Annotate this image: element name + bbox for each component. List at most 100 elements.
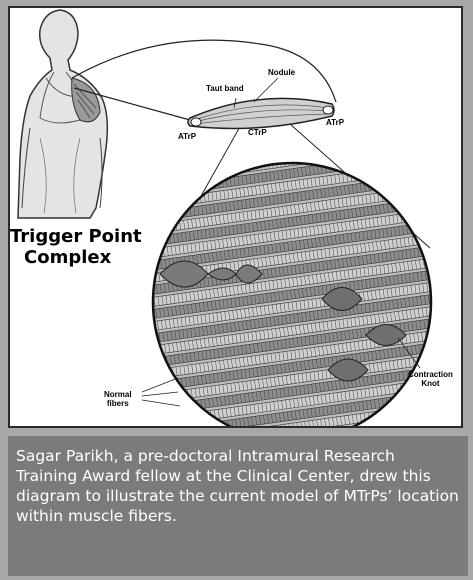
- fiber-striation: [367, 146, 368, 155]
- fiber-striation: [418, 224, 419, 233]
- fiber-striation: [141, 323, 142, 332]
- contraction-knot-line-1: Contraction: [408, 370, 453, 379]
- fiber-striation: [357, 160, 358, 169]
- fiber-striation: [351, 148, 352, 157]
- fiber-striation: [146, 298, 147, 307]
- fiber-striation: [445, 268, 446, 277]
- fiber-striation: [170, 210, 171, 219]
- fiber-striation: [159, 393, 160, 402]
- title-line-2: Complex: [10, 247, 170, 268]
- label-ctrp: CTrP: [248, 128, 267, 137]
- fiber-striation: [398, 420, 399, 426]
- fiber-striation: [413, 418, 414, 426]
- fiber-striation: [378, 423, 379, 426]
- fiber-striation: [428, 404, 429, 413]
- fiber-striation: [449, 353, 450, 362]
- fiber-striation: [205, 169, 206, 178]
- fiber-striation: [386, 168, 387, 177]
- fiber-striation: [451, 340, 452, 349]
- fiber-striation: [216, 422, 217, 426]
- fiber-striation: [155, 188, 156, 197]
- fiber-striation: [190, 183, 191, 192]
- fiber-striation: [423, 199, 424, 208]
- fiber-striation: [410, 164, 411, 173]
- fiber-striation: [422, 163, 423, 172]
- fiber-striation: [194, 182, 195, 191]
- fiber-striation: [148, 310, 149, 319]
- fiber-striation: [451, 401, 452, 410]
- fiber-striation: [144, 286, 145, 295]
- fiber-striation: [365, 158, 366, 167]
- fiber-striation: [400, 178, 401, 187]
- fiber-striation: [406, 395, 407, 404]
- fiber-striation: [439, 257, 440, 266]
- fiber-striation: [445, 353, 446, 362]
- fiber-striation: [135, 276, 136, 285]
- fiber-striation: [394, 397, 395, 406]
- fiber-striation: [141, 178, 142, 187]
- fiber-striation: [127, 192, 128, 201]
- fiber-striation: [188, 195, 189, 204]
- fiber-striation: [409, 213, 410, 222]
- fiber-striation: [426, 138, 427, 147]
- fiber-striation: [435, 197, 436, 206]
- fiber-striation: [396, 154, 397, 163]
- fiber-striation: [395, 142, 396, 151]
- fiber-striation: [196, 425, 197, 426]
- fiber-striation: [407, 140, 408, 149]
- fiber-striation: [145, 177, 146, 186]
- fiber-striation: [444, 293, 445, 302]
- fiber-striation: [401, 190, 402, 199]
- fiber-striation: [167, 417, 168, 426]
- fiber-striation: [361, 159, 362, 168]
- fiber-striation: [407, 201, 408, 210]
- fiber-striation: [415, 139, 416, 148]
- fiber-striation: [150, 213, 151, 222]
- fiber-striation: [435, 282, 436, 291]
- fiber-striation: [405, 419, 406, 426]
- fiber-striation: [147, 334, 148, 343]
- fiber-striation: [156, 200, 157, 209]
- fiber-striation: [394, 421, 395, 426]
- fiber-striation: [435, 258, 436, 267]
- fiber-striation: [355, 148, 356, 157]
- fiber-striation: [454, 364, 455, 373]
- fiber-striation: [155, 418, 156, 426]
- fiber-striation: [403, 141, 404, 150]
- fiber-striation: [177, 173, 178, 182]
- fiber-striation: [405, 189, 406, 198]
- fiber-striation: [163, 417, 164, 426]
- fiber-striation: [175, 415, 176, 424]
- fiber-striation: [192, 195, 193, 204]
- fiber-striation: [394, 166, 395, 175]
- fiber-striation: [147, 274, 148, 283]
- fiber-striation: [129, 204, 130, 213]
- fiber-striation: [129, 179, 130, 188]
- fiber-striation: [377, 157, 378, 166]
- fiber-striation: [441, 414, 442, 423]
- fiber-striation: [155, 394, 156, 403]
- fiber-striation: [408, 152, 409, 161]
- fiber-striation: [437, 270, 438, 279]
- fiber-striation: [327, 152, 328, 161]
- caption-box: Sagar Parikh, a pre-doctoral Intramural …: [8, 436, 468, 576]
- fiber-striation: [428, 234, 429, 243]
- fiber-striation: [434, 306, 435, 315]
- fiber-striation: [228, 166, 229, 175]
- fiber-striation: [145, 323, 146, 332]
- fiber-striation: [453, 328, 454, 337]
- fiber-striation: [153, 406, 154, 415]
- fiber-striation: [161, 175, 162, 184]
- fiber-striation: [347, 149, 348, 158]
- fiber-striation: [422, 138, 423, 147]
- fiber-striation: [392, 409, 393, 418]
- fiber-striation: [450, 389, 451, 398]
- fiber-striation: [353, 160, 354, 169]
- fiber-striation: [198, 182, 199, 191]
- fiber-striation: [142, 299, 143, 308]
- fiber-striation: [442, 305, 443, 314]
- diagram-artwork: [10, 8, 461, 426]
- fiber-striation: [140, 311, 141, 320]
- fiber-striation: [193, 171, 194, 180]
- fiber-striation: [404, 407, 405, 416]
